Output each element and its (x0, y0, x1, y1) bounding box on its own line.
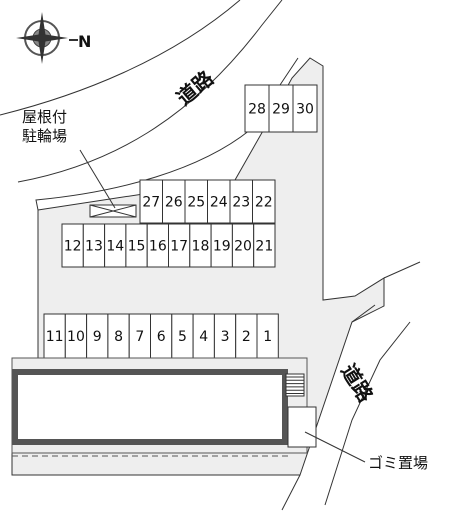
parking-space-number: 9 (93, 329, 102, 345)
north-marker: N (78, 32, 92, 51)
parking-space-number: 22 (255, 195, 273, 211)
parking-space-number: 10 (67, 329, 85, 345)
parking-space-number: 30 (296, 102, 314, 118)
parking-space-number: 16 (149, 239, 167, 255)
parking-space-number: 17 (170, 239, 188, 255)
compass-icon (16, 12, 78, 64)
parking-space-number: 26 (165, 195, 183, 211)
bike-parking-label: 屋根付 駐輪場 (22, 108, 67, 146)
parking-space-number: 14 (106, 239, 124, 255)
parking-space-number: 25 (187, 195, 205, 211)
parking-space-number: 28 (248, 102, 266, 118)
parking-space-number: 18 (192, 239, 210, 255)
parking-space-30 (292, 84, 318, 133)
road-right-edge-b (351, 304, 376, 323)
stairs-icon (285, 373, 305, 397)
parking-space-number: 13 (85, 239, 103, 255)
road-top-edge-lot (35, 57, 299, 211)
parking-space-number: 11 (46, 329, 64, 345)
garbage-area-leader (304, 431, 366, 463)
parking-space-number: 2 (242, 329, 251, 345)
parking-space-28 (244, 84, 270, 133)
parking-space-22 (252, 179, 276, 224)
bike-parking-label-line-2: 駐輪場 (22, 127, 68, 145)
parking-space-number: 20 (234, 239, 252, 255)
road-top-edge-inner (17, 0, 283, 183)
parking-space-number: 21 (255, 239, 273, 255)
road-right-edge-c (281, 474, 301, 511)
parking-space-21 (253, 223, 276, 268)
parking-space-29 (268, 84, 294, 133)
parking-space-number: 8 (114, 329, 123, 345)
building (12, 369, 288, 445)
parking-space-number: 1 (263, 329, 272, 345)
parking-space-number: 23 (232, 195, 250, 211)
parking-space-number: 5 (178, 329, 187, 345)
parking-space-number: 12 (64, 239, 82, 255)
parking-space-number: 6 (157, 329, 166, 345)
parking-space-number: 19 (213, 239, 231, 255)
parking-space-number: 29 (272, 102, 290, 118)
bike-parking-leader (79, 149, 116, 209)
parking-space-number: 4 (199, 329, 208, 345)
road-right-edge-d (324, 321, 411, 506)
garbage-area-box (287, 406, 317, 448)
parking-space-number: 3 (221, 329, 230, 345)
parking-space-number: 24 (210, 195, 228, 211)
parking-space-number: 27 (142, 195, 160, 211)
garbage-area-label: ゴミ置場 (368, 454, 429, 472)
parking-space-number: 15 (128, 239, 146, 255)
road-right-edge-a (383, 261, 421, 279)
parking-space-number: 7 (135, 329, 144, 345)
road-top-edge-outer (0, 0, 241, 116)
parking-row-top: 28 29 30 (244, 84, 318, 133)
bike-parking-structure (89, 204, 137, 218)
bike-parking-label-line-1: 屋根付 (22, 108, 68, 126)
